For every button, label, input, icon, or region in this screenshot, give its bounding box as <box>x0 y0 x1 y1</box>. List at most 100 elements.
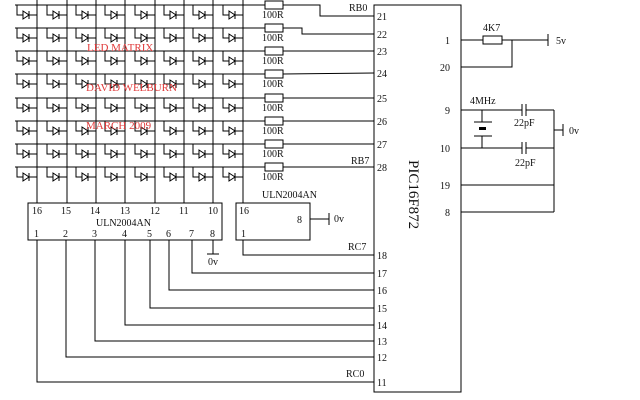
led-icon <box>169 172 177 182</box>
led-lead <box>16 144 23 155</box>
resistor-label: 100R <box>262 172 284 183</box>
led-icon <box>198 103 206 113</box>
led-icon <box>52 10 60 20</box>
mcu-chip <box>373 4 462 393</box>
led <box>192 167 213 182</box>
driver-pin-label: 10 <box>208 206 218 217</box>
led-lead <box>222 144 229 155</box>
led <box>75 98 96 113</box>
led <box>134 5 155 20</box>
led-icon <box>81 172 89 182</box>
led <box>46 74 67 89</box>
led-lead <box>192 5 199 16</box>
led-lead <box>192 144 199 155</box>
led-icon <box>81 33 89 43</box>
mcu-pin-label: 26 <box>377 117 387 128</box>
led <box>104 28 125 43</box>
led-icon <box>198 149 206 159</box>
driver-pin-label: 1 <box>241 229 246 240</box>
mcu-pin-label: 13 <box>377 337 387 348</box>
led-icon <box>140 103 148 113</box>
led-icon <box>110 103 118 113</box>
resistor-icon <box>264 0 284 10</box>
led-icon <box>140 172 148 182</box>
driver-pin-label: 5 <box>147 229 152 240</box>
driver-pin-label: 1 <box>34 229 39 240</box>
led-lead <box>75 144 82 155</box>
led <box>16 98 37 113</box>
led-icon <box>110 126 118 136</box>
resistor-icon <box>264 116 284 126</box>
led <box>46 167 67 182</box>
driver-pin-label: 8 <box>297 215 302 226</box>
driver-pin-label: 6 <box>166 229 171 240</box>
driver-name: ULN2004AN <box>96 218 151 229</box>
led-lead <box>104 98 111 109</box>
mcu-pin-label: 27 <box>377 140 387 151</box>
led-icon <box>228 56 236 66</box>
led-icon <box>198 126 206 136</box>
led-lead <box>134 98 141 109</box>
resistor-label: 100R <box>262 10 284 21</box>
resistor-label: 100R <box>262 103 284 114</box>
driver-output-wire <box>191 240 374 274</box>
led-lead <box>104 121 111 132</box>
led-lead <box>192 28 199 39</box>
driver-output-wire <box>94 240 374 342</box>
annotation-label: LED MATRIX <box>87 42 153 54</box>
led-icon <box>228 10 236 20</box>
led-lead <box>192 51 199 62</box>
driver-pin-label: 3 <box>92 229 97 240</box>
led <box>16 167 37 182</box>
led <box>75 121 96 136</box>
led-lead <box>75 5 82 16</box>
led-lead <box>222 167 229 178</box>
led-icon <box>228 149 236 159</box>
driver-pin-label: 16 <box>32 206 42 217</box>
led <box>134 74 155 89</box>
led-icon <box>140 149 148 159</box>
led <box>16 5 37 20</box>
led <box>222 167 243 182</box>
led <box>222 121 243 136</box>
vcc-label: 5v <box>556 36 566 47</box>
led-icon <box>52 126 60 136</box>
crystal-icon <box>479 127 486 130</box>
led-icon <box>228 33 236 43</box>
driver-output-wire <box>168 240 374 291</box>
led-icon <box>169 56 177 66</box>
mcu-pin-label: 16 <box>377 286 387 297</box>
led-icon <box>110 33 118 43</box>
mcu-pin-label: 1 <box>445 36 450 47</box>
led-icon <box>22 149 30 159</box>
resistor-label: 100R <box>262 33 284 44</box>
led-lead <box>192 167 199 178</box>
led-lead <box>16 51 23 62</box>
led <box>192 98 213 113</box>
led-icon <box>228 126 236 136</box>
led <box>163 121 184 136</box>
led-lead <box>75 121 82 132</box>
led-icon <box>140 56 148 66</box>
driver-output-wire <box>36 240 374 383</box>
led <box>163 5 184 20</box>
led-icon <box>169 103 177 113</box>
led-icon <box>140 126 148 136</box>
led-lead <box>104 167 111 178</box>
mcu-pin-label: 17 <box>377 269 387 280</box>
port-label-rb0: RB0 <box>349 3 367 14</box>
led-lead <box>163 167 170 178</box>
led <box>46 144 67 159</box>
led-icon <box>228 172 236 182</box>
led-lead <box>104 28 111 39</box>
led-lead <box>222 121 229 132</box>
led-icon <box>198 172 206 182</box>
led <box>75 5 96 20</box>
led-icon <box>169 126 177 136</box>
led-icon <box>169 79 177 89</box>
ground-label: 0v <box>334 214 344 225</box>
driver-pin-label: 8 <box>210 229 215 240</box>
led-icon <box>81 126 89 136</box>
resistor-icon <box>264 139 284 149</box>
led-icon <box>169 10 177 20</box>
